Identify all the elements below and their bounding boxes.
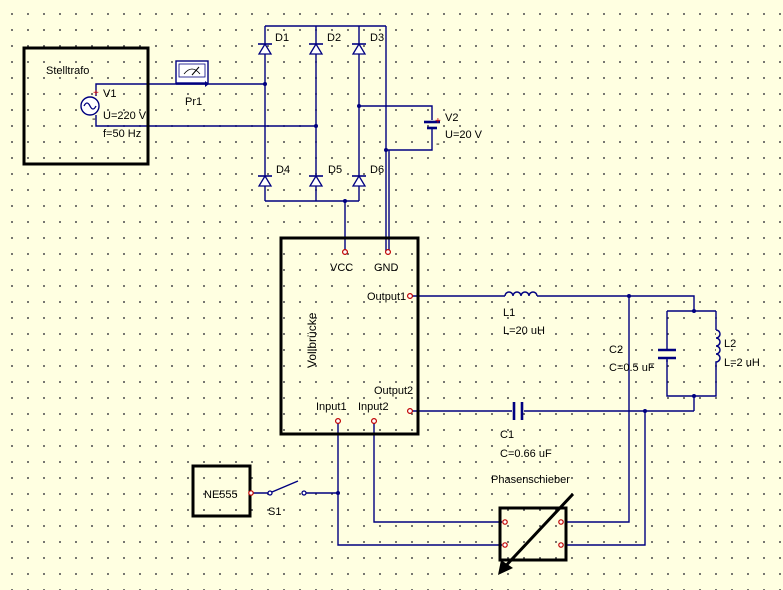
- v2-voltage: U=20 V: [445, 129, 483, 141]
- l1-label: L1: [503, 307, 515, 319]
- ne555-label: NE555: [204, 489, 238, 501]
- s1-label: S1: [268, 506, 281, 518]
- output1-pin[interactable]: [407, 293, 414, 300]
- junction-dots: [263, 82, 696, 495]
- diode-d4[interactable]: D4: [257, 164, 290, 187]
- battery-v2[interactable]: + - V2 U=20 V: [424, 112, 483, 150]
- inductor-l2[interactable]: L2 L=2 uH: [715, 329, 760, 370]
- ps-pin-1[interactable]: [502, 519, 508, 525]
- diode-d6[interactable]: D6: [351, 164, 384, 187]
- input2-label: Input2: [358, 401, 389, 413]
- l2-label: L2: [724, 338, 736, 350]
- output2-pin[interactable]: [407, 408, 414, 415]
- ps-pin-4[interactable]: [558, 542, 564, 548]
- variable-arrow-icon: [498, 492, 575, 574]
- diode-d3[interactable]: D3: [351, 32, 384, 55]
- sine-wave-icon: [83, 102, 97, 110]
- d6-label: D6: [370, 164, 384, 176]
- l1-value: L=20 uH: [503, 325, 545, 337]
- c2-value: C=0.5 uF: [609, 362, 655, 374]
- ne555-block[interactable]: NE555: [191, 464, 254, 518]
- v1-frequency: f=50 Hz: [103, 128, 141, 140]
- ne555-output-pin[interactable]: [248, 490, 254, 496]
- capacitor-c1[interactable]: C1 C=0.66 uF: [500, 402, 552, 460]
- arrow-icon: [205, 81, 209, 87]
- phasenschieber-label: Phasenschieber: [491, 474, 570, 486]
- d1-label: D1: [275, 32, 289, 44]
- arrow-head-icon: [498, 560, 513, 575]
- c1-label: C1: [500, 429, 514, 441]
- c2-label: C2: [609, 344, 623, 356]
- capacitor-c2[interactable]: C2 C=0.5 uF: [609, 340, 676, 374]
- v2-plus-sign: +: [435, 116, 441, 127]
- v1-plus-sign: +: [93, 88, 99, 99]
- vollbruecke-label: Vollbrücke: [305, 312, 319, 368]
- v2-minus-sign: -: [436, 138, 440, 150]
- diode-d5[interactable]: D5: [308, 164, 342, 187]
- gnd-label: GND: [374, 262, 399, 274]
- output1-label: Output1: [367, 291, 406, 303]
- d2-label: D2: [327, 32, 341, 44]
- l2-value: L=2 uH: [724, 357, 760, 369]
- d3-label: D3: [370, 32, 384, 44]
- pr1-label: Pr1: [185, 96, 202, 108]
- input1-label: Input1: [316, 401, 347, 413]
- vollbruecke-block[interactable]: Vollbrücke VCC GND Output1 Output2 Input…: [279, 236, 420, 436]
- input2-pin[interactable]: [371, 418, 378, 425]
- output2-label: Output2: [374, 385, 413, 397]
- v1-minus-sign: -: [92, 113, 96, 125]
- vcc-pin[interactable]: [342, 249, 349, 256]
- vcc-label: VCC: [330, 262, 353, 274]
- ps-pin-2[interactable]: [502, 542, 508, 548]
- v1-voltage: U=220 V: [103, 110, 147, 122]
- c1-value: C=0.66 uF: [500, 448, 552, 460]
- phasenschieber-block[interactable]: Phasenschieber: [491, 474, 575, 575]
- stelltrafo-block[interactable]: Stelltrafo: [22, 46, 150, 166]
- d5-label: D5: [328, 164, 342, 176]
- v2-name: V2: [445, 112, 458, 124]
- v1-name: V1: [103, 88, 116, 100]
- diode-d2[interactable]: D2: [308, 32, 341, 55]
- meter-pr1[interactable]: Pr1: [175, 60, 209, 108]
- ps-pin-3[interactable]: [558, 519, 564, 525]
- switch-s1[interactable]: S1: [267, 480, 307, 518]
- stelltrafo-label: Stelltrafo: [46, 65, 89, 77]
- wires: [95, 25, 717, 546]
- diode-d1[interactable]: D1: [257, 32, 289, 55]
- d4-label: D4: [276, 164, 290, 176]
- gnd-pin[interactable]: [385, 249, 392, 256]
- inductor-l1[interactable]: L1 L=20 uH: [503, 291, 545, 337]
- input1-pin[interactable]: [335, 418, 342, 425]
- ac-source-v1[interactable]: + - V1 U=220 V f=50 Hz: [80, 88, 147, 140]
